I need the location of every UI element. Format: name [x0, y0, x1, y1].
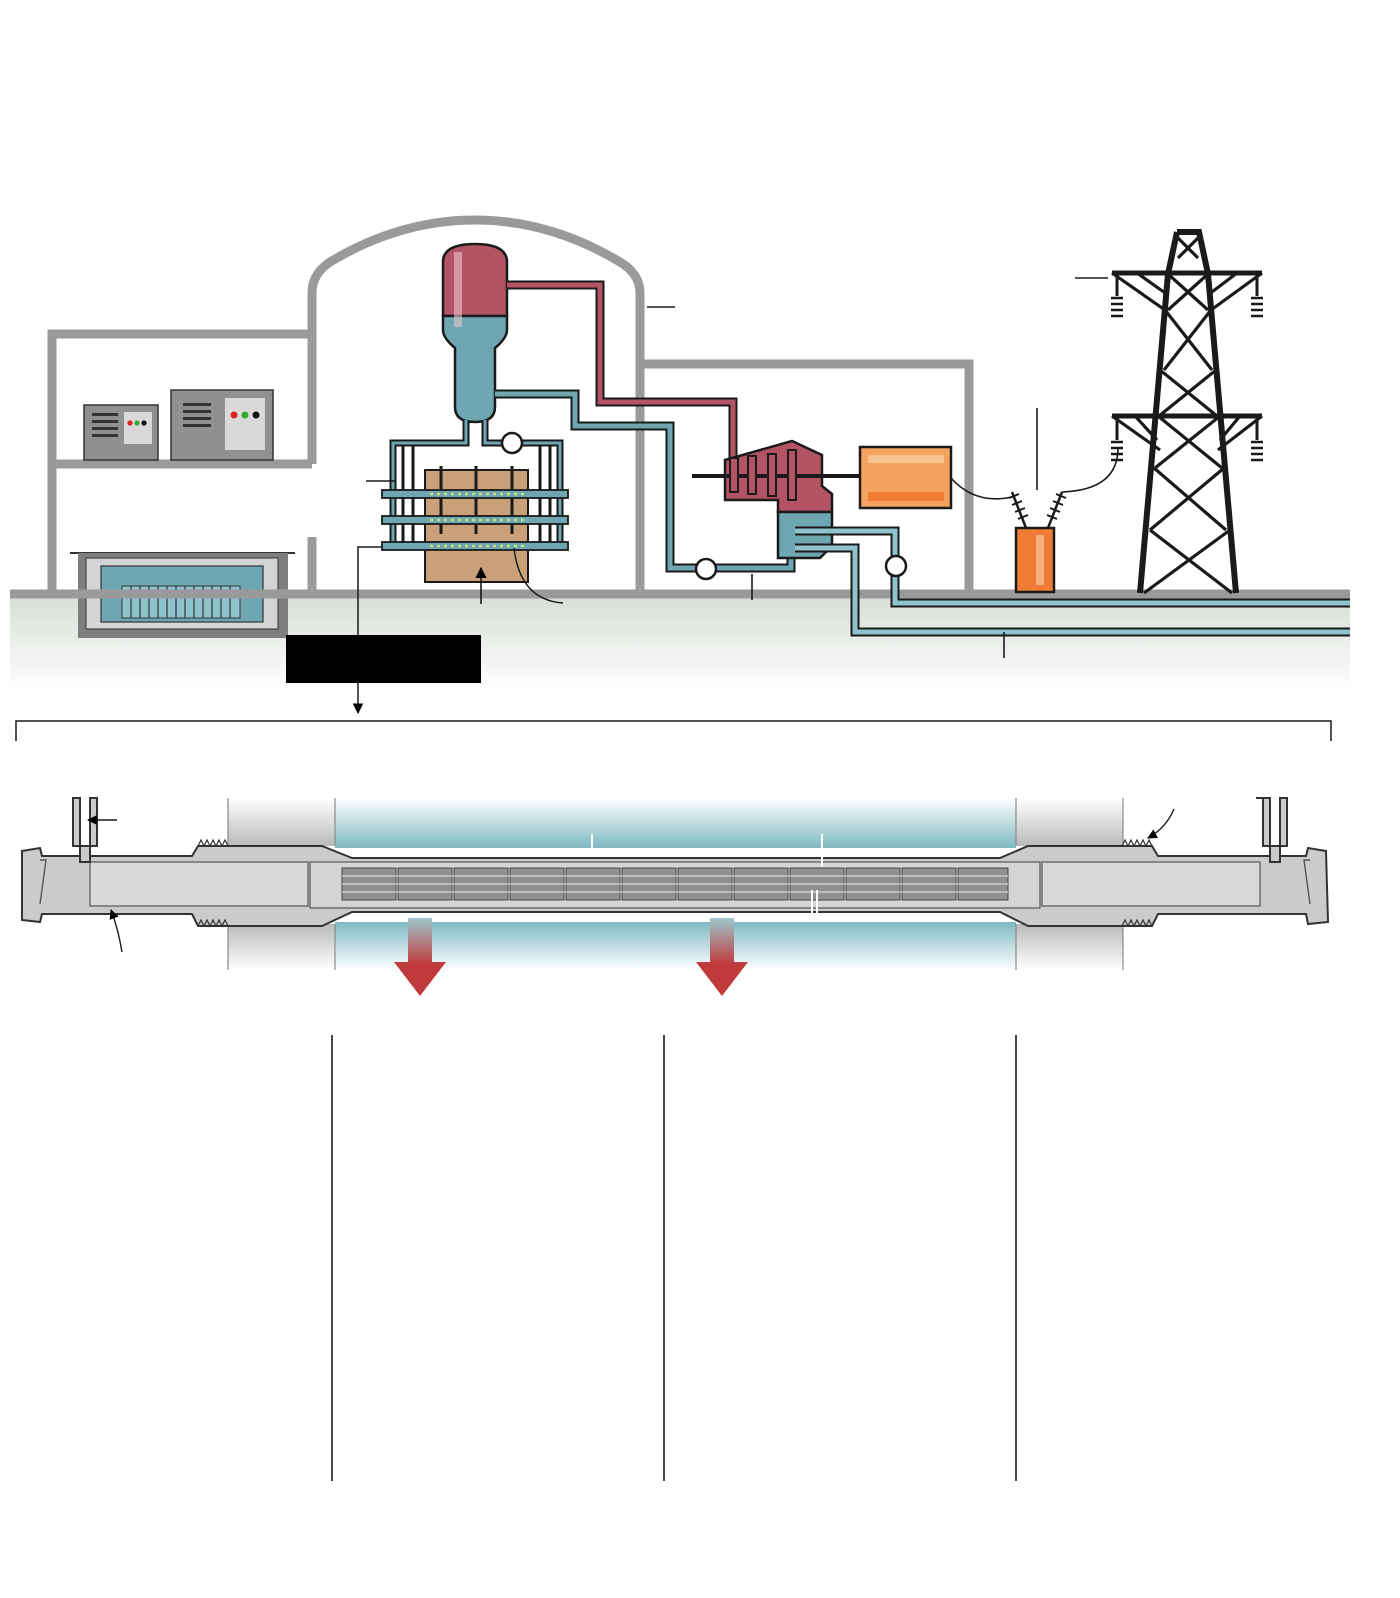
- transmission-tower: [1111, 229, 1263, 595]
- calandria-section: [227, 798, 1124, 970]
- flow-arrows: [394, 918, 748, 996]
- feedwater-pump: [694, 557, 718, 581]
- feedwater-pipe: [495, 389, 796, 573]
- turbine: [692, 439, 862, 560]
- control-building: [47, 329, 312, 595]
- generator-cable: [950, 477, 1013, 500]
- leader-lines: [366, 277, 1108, 658]
- reactor-core: [381, 466, 569, 604]
- cooling-pump: [884, 554, 908, 578]
- detail-markers: [591, 834, 823, 920]
- control-panel-small: [83, 404, 159, 461]
- title-bar: [286, 635, 481, 683]
- turbine-building: [640, 359, 974, 595]
- garter-springs: [197, 838, 1153, 928]
- detail-leaders: [87, 808, 1175, 953]
- primary-pump: [500, 431, 524, 455]
- reactor-building: [307, 215, 645, 595]
- control-panel-large: [170, 389, 274, 461]
- feeder-pipes: [72, 797, 1288, 863]
- column-dividers: [331, 1035, 1017, 1481]
- generator: [858, 445, 953, 510]
- steam-pipe: [507, 280, 738, 462]
- fuel-bundle-stripes: [342, 875, 1008, 893]
- transformer: [1008, 447, 1119, 594]
- steam-generator: [441, 242, 509, 424]
